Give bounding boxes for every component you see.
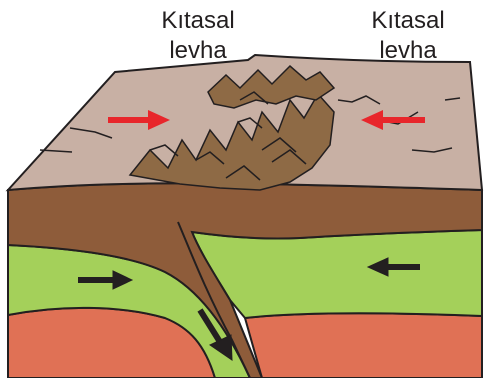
lithosphere-right xyxy=(192,230,482,318)
left-plate-label: Kıtasal levha xyxy=(138,6,258,66)
mantle-layer-right xyxy=(245,313,482,378)
left-plate-label-line2: levha xyxy=(138,36,258,66)
right-plate-label: Kıtasal levha xyxy=(348,6,468,66)
right-plate-label-line2: levha xyxy=(348,36,468,66)
right-plate-label-line1: Kıtasal xyxy=(348,6,468,36)
left-plate-label-line1: Kıtasal xyxy=(138,6,258,36)
